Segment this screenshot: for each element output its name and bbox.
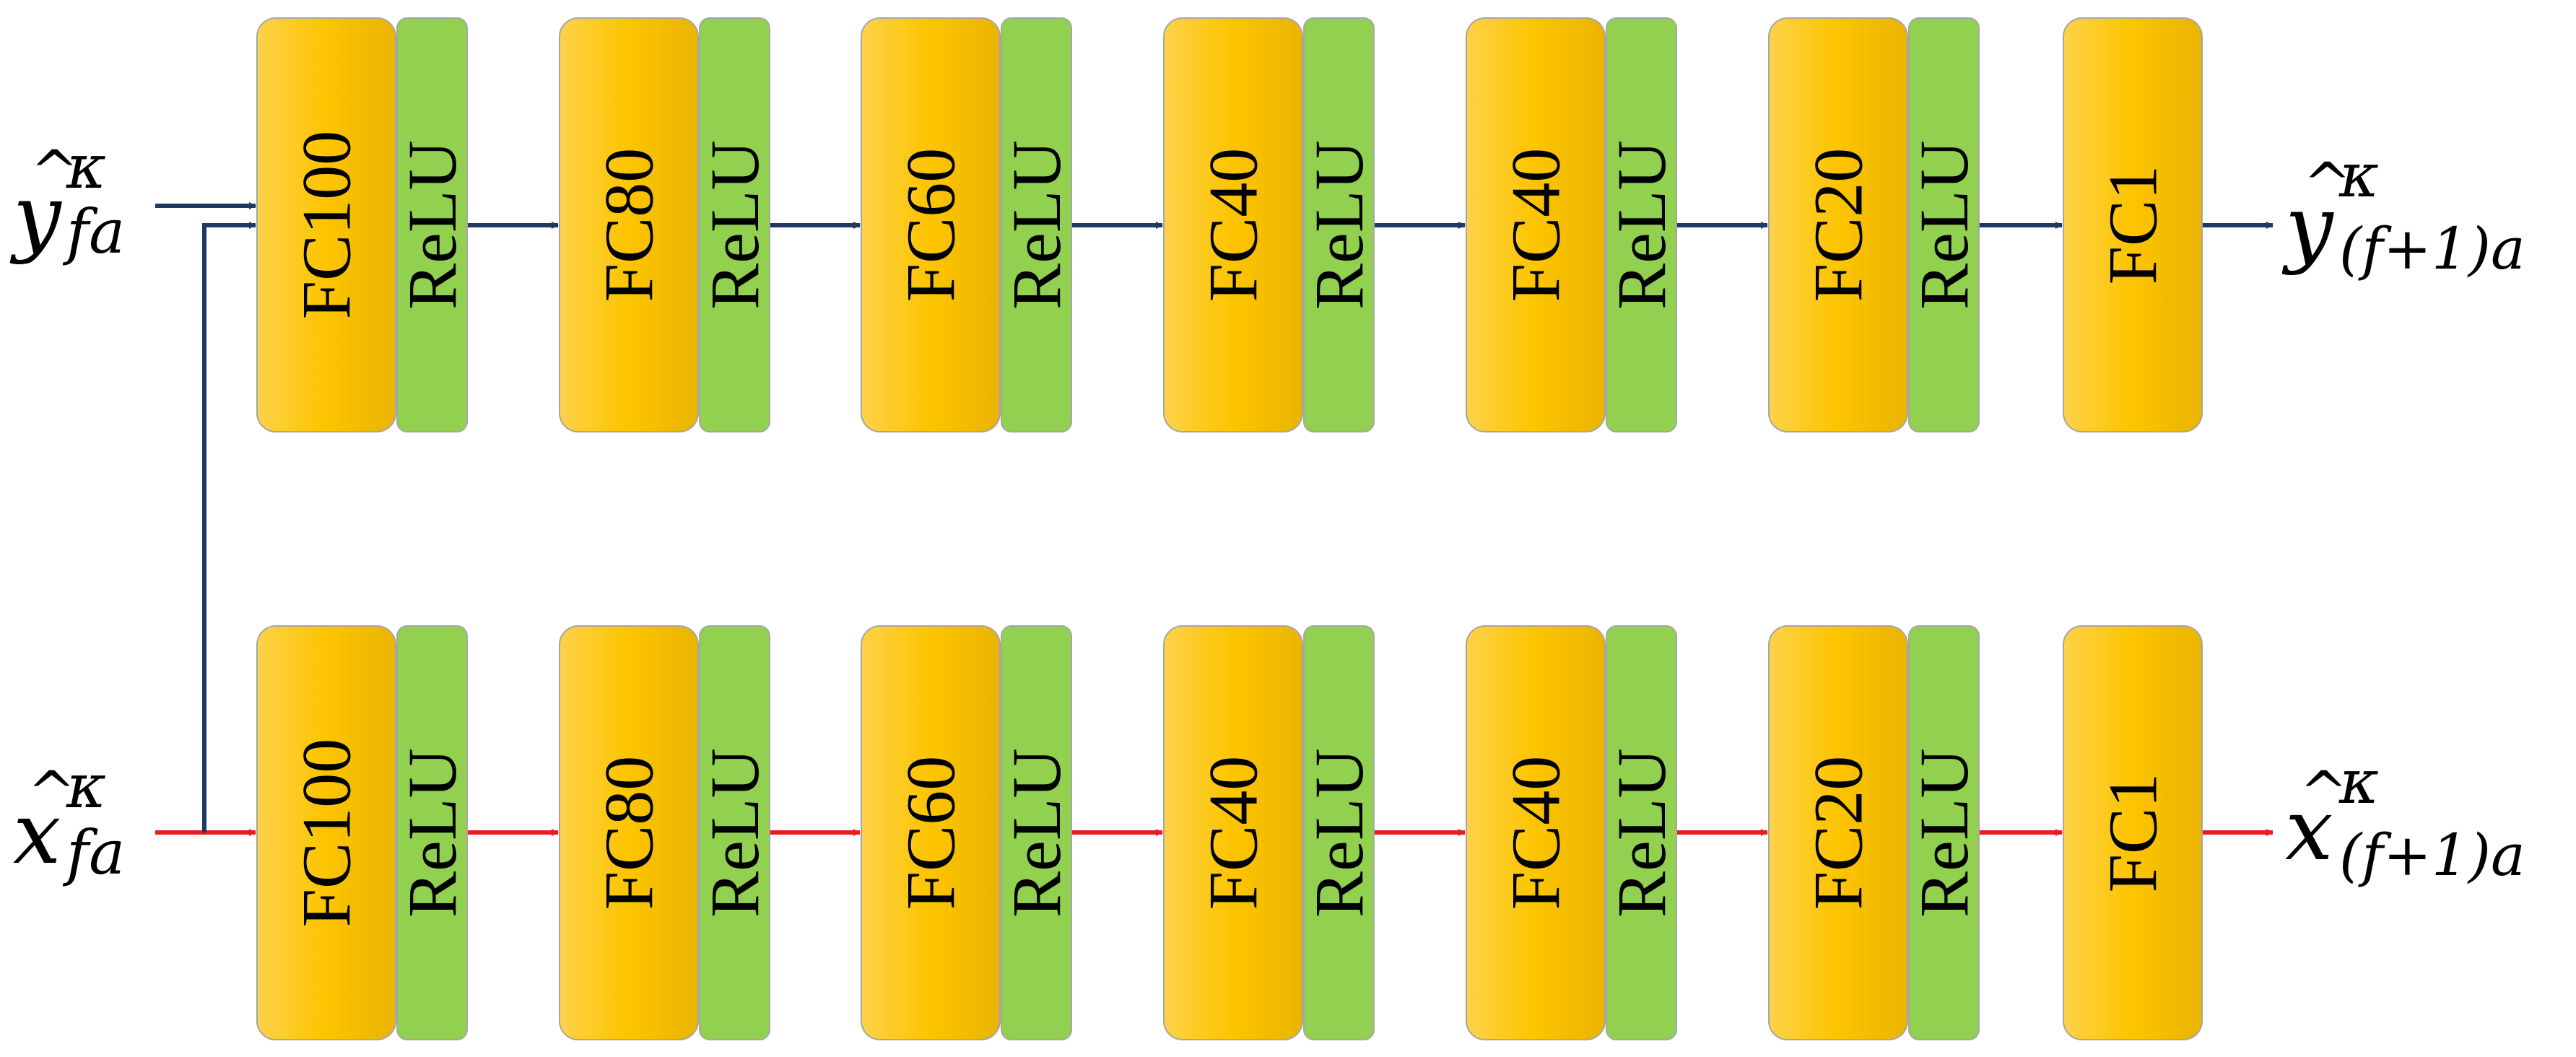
input-top-superscript: κ xyxy=(66,131,106,202)
fc-block xyxy=(1466,625,1606,1040)
svg-text:x: x xyxy=(2285,780,2333,879)
relu-block xyxy=(1001,17,1072,432)
output-bottom-accent: ^ xyxy=(2299,759,2348,826)
fc-block xyxy=(1163,625,1303,1040)
fc-block xyxy=(2063,625,2203,1040)
relu-label: ReLU xyxy=(393,140,471,310)
svg-text:y: y xyxy=(2281,177,2334,277)
fc-label: FC100 xyxy=(288,739,365,927)
fc-block xyxy=(2063,17,2203,432)
relu-block xyxy=(396,625,468,1040)
output-bottom-subscript: (f+1)a xyxy=(2339,822,2525,889)
svg-text:^: ^ xyxy=(30,138,79,205)
fc-label: FC1 xyxy=(2094,773,2172,892)
input-bottom-subscript: fa xyxy=(62,817,125,888)
output-top-base: y xyxy=(2281,177,2334,277)
svg-text:(f+1)a: (f+1)a xyxy=(2339,215,2525,282)
fc-block xyxy=(559,625,699,1040)
relu-label: ReLU xyxy=(998,748,1075,918)
fc-block xyxy=(1163,17,1303,432)
fc-label: FC20 xyxy=(1800,756,1877,910)
input-bottom-base: x xyxy=(13,783,61,883)
fc-label: FC100 xyxy=(288,131,365,319)
fc-block xyxy=(1768,625,1908,1040)
relu-block xyxy=(1303,625,1375,1040)
output-label-bottom: x ^ κ (f+1)a xyxy=(2285,747,2525,889)
fc-label: FC1 xyxy=(2094,165,2172,284)
svg-text:fa: fa xyxy=(62,817,125,888)
relu-block xyxy=(699,17,770,432)
relu-label: ReLU xyxy=(1300,748,1378,918)
fc-block xyxy=(1466,17,1606,432)
svg-text:^: ^ xyxy=(2299,759,2348,826)
input-bottom-accent: ^ xyxy=(27,759,76,826)
fc-label: FC40 xyxy=(1195,756,1272,910)
relu-label: ReLU xyxy=(1603,748,1680,918)
svg-text:κ: κ xyxy=(2338,140,2379,211)
input-top-accent: ^ xyxy=(30,138,79,205)
relu-label: ReLU xyxy=(998,140,1075,310)
relu-label: ReLU xyxy=(1905,140,1983,310)
relu-label: ReLU xyxy=(1905,748,1983,918)
fc-label: FC40 xyxy=(1195,148,1272,302)
svg-text:^: ^ xyxy=(27,759,76,826)
relu-block xyxy=(1001,625,1072,1040)
fc-label: FC60 xyxy=(892,756,970,910)
svg-text:y: y xyxy=(9,166,62,266)
relu-block xyxy=(1908,17,1980,432)
fc-block xyxy=(1768,17,1908,432)
fc-block xyxy=(861,17,1001,432)
fc-label: FC60 xyxy=(892,148,970,302)
relu-label: ReLU xyxy=(1300,140,1378,310)
relu-block xyxy=(1303,17,1375,432)
relu-label: ReLU xyxy=(1603,140,1680,310)
svg-text:^: ^ xyxy=(2303,150,2351,217)
fc-label: FC40 xyxy=(1497,148,1575,302)
output-top-subscript: (f+1)a xyxy=(2339,215,2525,282)
fc-label: FC20 xyxy=(1800,148,1877,302)
relu-block xyxy=(1606,625,1677,1040)
output-top-accent: ^ xyxy=(2303,150,2351,217)
svg-text:κ: κ xyxy=(66,131,106,202)
output-label-top: y ^ κ (f+1)a xyxy=(2281,140,2525,282)
input-bottom-superscript: κ xyxy=(66,751,106,822)
svg-text:(f+1)a: (f+1)a xyxy=(2339,822,2525,889)
fc-block xyxy=(559,17,699,432)
arrows-layer xyxy=(155,202,2273,836)
relu-block xyxy=(1606,17,1677,432)
output-bottom-superscript: κ xyxy=(2338,747,2379,817)
relu-label: ReLU xyxy=(696,748,773,918)
fc-block xyxy=(256,625,396,1040)
fc-block xyxy=(861,625,1001,1040)
fc-block xyxy=(256,17,396,432)
relu-block xyxy=(699,625,770,1040)
svg-text:x: x xyxy=(13,783,61,883)
svg-text:κ: κ xyxy=(66,751,106,822)
output-top-superscript: κ xyxy=(2338,140,2379,211)
fc-label: FC80 xyxy=(591,148,668,302)
fc-label: FC80 xyxy=(591,756,668,910)
input-top-subscript: fa xyxy=(62,196,125,267)
input-label-bottom: x ^ κ fa xyxy=(13,751,125,888)
relu-label: ReLU xyxy=(696,140,773,310)
input-top-base: y xyxy=(9,166,62,266)
output-bottom-base: x xyxy=(2285,780,2333,879)
relu-block xyxy=(1908,625,1980,1040)
relu-label: ReLU xyxy=(393,748,471,918)
input-label-top: y ^ κ fa xyxy=(9,131,125,267)
fc-label: FC40 xyxy=(1497,756,1575,910)
relu-block xyxy=(396,17,468,432)
svg-text:fa: fa xyxy=(62,196,125,267)
svg-text:κ: κ xyxy=(2338,747,2379,817)
